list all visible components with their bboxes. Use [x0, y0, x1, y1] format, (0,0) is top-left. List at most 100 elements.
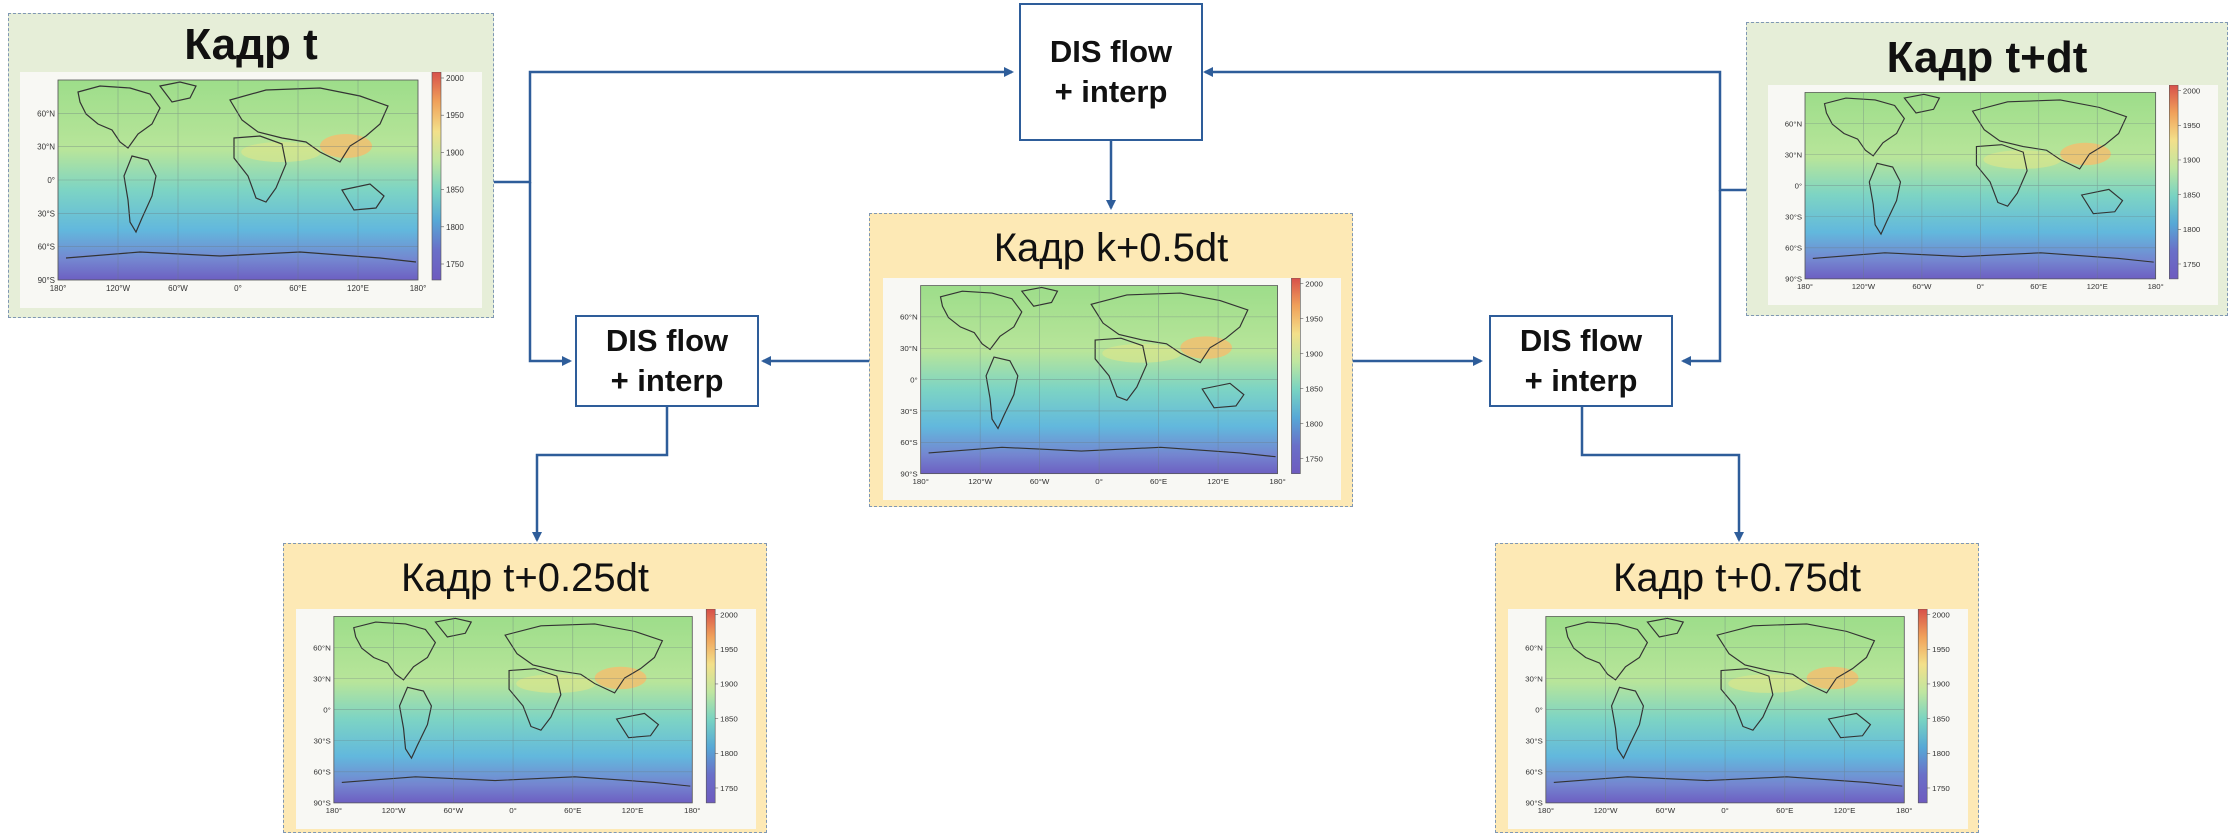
lon-tick-label: 180°: [1896, 806, 1912, 815]
dis-flow-box-left: DIS flow + interp: [575, 315, 759, 407]
dis-flow-box-left-line1: DIS flow: [605, 323, 729, 358]
lat-tick-label: 60°S: [38, 243, 55, 252]
colorbar-tick-label: 1950: [2183, 121, 2200, 130]
dis-flow-box-top-line1: DIS flow: [1049, 34, 1173, 69]
lon-tick-label: 120°E: [2087, 282, 2108, 291]
lat-tick-label: 0°: [910, 376, 918, 385]
lon-tick-label: 120°W: [382, 806, 407, 815]
lon-tick-label: 60°W: [1912, 282, 1932, 291]
lon-tick-label: 180°: [1269, 477, 1285, 486]
continent-outlines: [341, 617, 691, 787]
lat-tick-label: 0°: [47, 176, 55, 185]
lat-tick-label: 60°S: [314, 768, 331, 777]
colorbar-tick-label: 1800: [2183, 225, 2200, 234]
lon-tick-label: 180°: [2148, 282, 2164, 291]
colorbar-tick-label: 1900: [720, 680, 738, 689]
colorbar-tick-label: 1750: [2183, 260, 2200, 269]
arrow-tdt-to-top-box: [1203, 67, 1767, 192]
dis-flow-box-left-line2: + interp: [610, 363, 724, 398]
colorbar-tick-label: 1800: [446, 223, 464, 232]
lon-tick-label: 0°: [1721, 806, 1729, 815]
map-border: [1804, 92, 2157, 280]
colorbar-tick-label: 2000: [720, 611, 738, 620]
lon-tick-label: 60°W: [1656, 806, 1676, 815]
colorbar-tick-label: 1850: [720, 715, 738, 724]
continent-outlines: [1553, 617, 1903, 787]
heatmap-band: [1983, 150, 2062, 169]
arrow-left-box-to-q1: [532, 407, 669, 542]
lat-tick-label: 0°: [323, 706, 331, 715]
lat-tick-label: 30°N: [1525, 675, 1543, 684]
arrow-right-box-to-q3: [1580, 407, 1744, 542]
colorbar-tick-label: 1750: [720, 784, 738, 793]
lat-tick-label: 60°S: [900, 438, 917, 447]
lon-tick-label: 60°E: [289, 284, 306, 293]
lon-tick-label: 120°W: [106, 284, 131, 293]
dis-flow-box-top: DIS flow + interp: [1019, 3, 1203, 141]
colorbar: [705, 609, 716, 804]
heatmap-band: [516, 674, 596, 693]
lat-tick-label: 60°N: [1785, 119, 1802, 128]
frame-t-title: Кадр t: [184, 20, 318, 69]
colorbar-tick-label: 2000: [446, 74, 464, 83]
colorbar-tick-label: 1800: [720, 749, 738, 758]
map-gridlines: [333, 616, 693, 804]
lat-tick-label: 30°N: [37, 143, 55, 152]
lon-tick-label: 0°: [1977, 282, 1984, 291]
colorbar-tick-label: 1900: [446, 148, 464, 157]
lon-tick-label: 60°W: [168, 284, 188, 293]
heatmap-band: [1102, 343, 1182, 363]
lat-tick-label: 30°S: [1526, 737, 1543, 746]
lat-tick-label: 30°N: [900, 344, 918, 353]
lat-tick-label: 30°S: [38, 209, 55, 218]
dis-flow-box-right-line2: + interp: [1524, 363, 1638, 398]
colorbar-tick-label: 1800: [1305, 420, 1323, 429]
colorbar-tick-label: 1950: [446, 111, 464, 120]
arrow-t-to-top-box: [485, 67, 1014, 184]
heatmap-band: [1728, 674, 1808, 693]
continent-outlines: [65, 81, 417, 263]
lon-tick-label: 120°E: [1834, 806, 1856, 815]
lon-tick-label: 120°W: [1852, 282, 1876, 291]
lon-tick-label: 60°W: [444, 806, 464, 815]
map-border: [57, 79, 419, 281]
frame-t-plus-quarter-dt-title: Кадр t+0.25dt: [401, 556, 649, 600]
lat-tick-label: 0°: [1535, 706, 1543, 715]
lat-tick-label: 0°: [1795, 182, 1802, 191]
colorbar-tick-label: 1750: [1305, 455, 1323, 464]
frame-t-plus-three-quarter-dt-title: Кадр t+0.75dt: [1613, 556, 1861, 600]
colorbar-tick-label: 2000: [1932, 611, 1950, 620]
lat-tick-label: 90°S: [38, 276, 55, 285]
lat-tick-label: 90°S: [314, 799, 331, 808]
lat-tick-label: 30°N: [1785, 151, 1802, 160]
arrow-tdt-to-right-box: [1681, 190, 1722, 366]
continent-outlines: [928, 286, 1276, 458]
lat-tick-label: 60°N: [37, 109, 55, 118]
colorbar-tick-label: 1900: [1932, 680, 1950, 689]
lon-tick-label: 60°E: [1776, 806, 1793, 815]
lon-tick-label: 120°E: [1207, 477, 1229, 486]
lat-tick-label: 30°N: [313, 675, 331, 684]
colorbar-tick-label: 2000: [1305, 280, 1323, 289]
colorbar: [1917, 609, 1928, 804]
lat-tick-label: 60°N: [900, 313, 918, 322]
colorbar-tick-label: 1750: [1932, 784, 1950, 793]
lat-tick-label: 90°S: [900, 470, 917, 479]
lon-tick-label: 180°: [1797, 282, 1813, 291]
continent-outlines: [1812, 93, 2154, 263]
arrow-t-to-left-box: [528, 182, 572, 366]
dis-flow-box-top-line2: + interp: [1054, 74, 1168, 109]
lon-tick-label: 120°E: [347, 284, 369, 293]
colorbar-tick-label: 1950: [1932, 645, 1950, 654]
lon-tick-label: 60°E: [564, 806, 581, 815]
colorbar-tick-label: 1850: [1932, 715, 1950, 724]
colorbar-tick-label: 1850: [1305, 385, 1323, 394]
map-border: [333, 616, 693, 804]
